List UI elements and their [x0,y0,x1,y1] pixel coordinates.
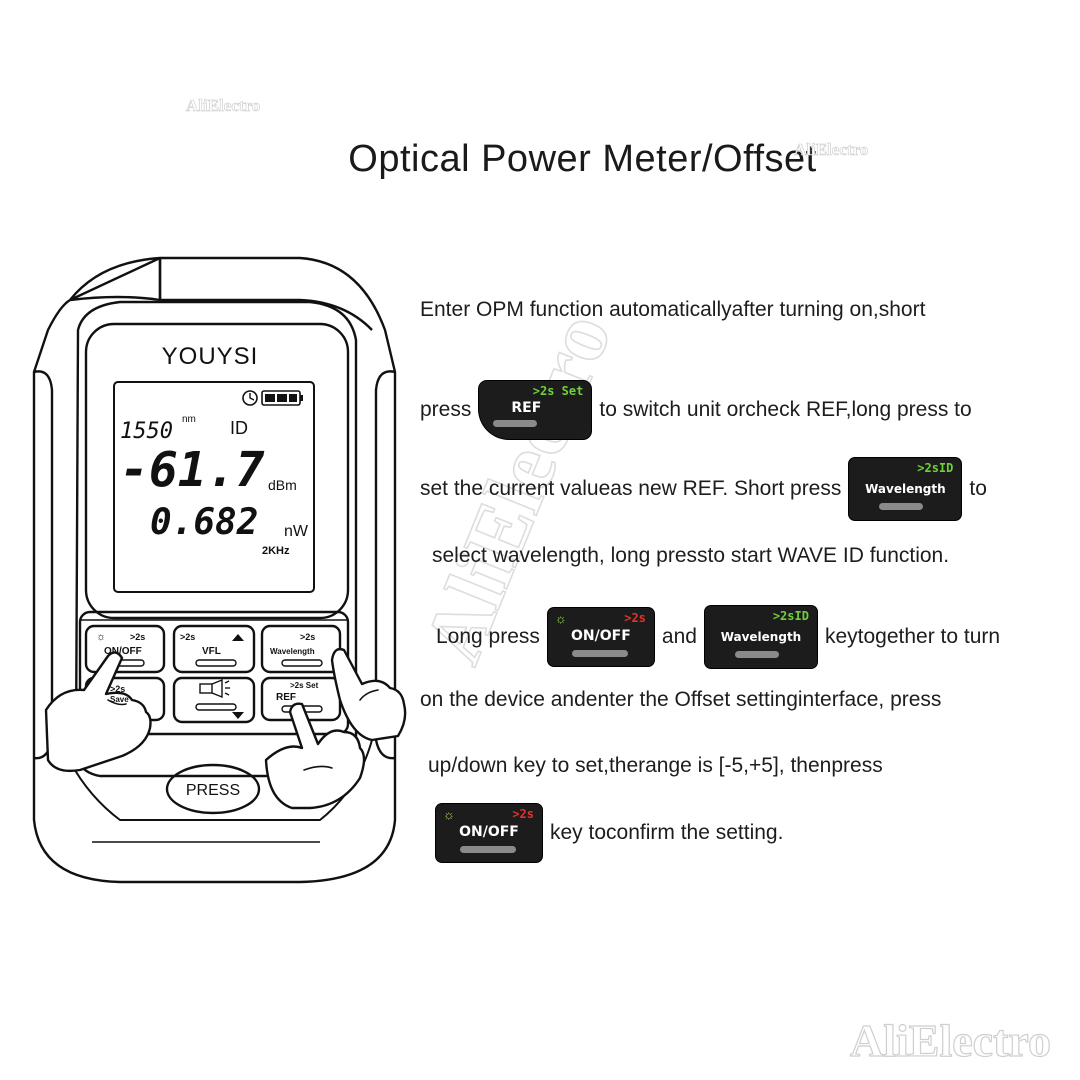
device-save-hint: >2s [110,684,125,694]
device-onoff-label: ON/OFF [104,646,142,657]
text-line-4: select wavelength, long pressto start WA… [432,544,950,567]
device-wavelength-hint: >2s [300,632,315,642]
onoff-key-2: ☼ >2s ON/OFF [436,804,542,862]
watermark-top-right: AliElectro [794,140,869,160]
page-title: Optical Power Meter/Offset [348,138,817,180]
lcd-power: -61.7 [120,442,265,498]
device-illustration: YOUYSI 1550 nm ID -61.7 dBm 0.682 nW 2KH… [32,256,407,884]
onoff-key: ☼ >2s ON/OFF [547,608,654,666]
lcd-linear: 0.682 [150,502,258,543]
device-brand: YOUYSI [162,343,259,370]
device-save-label: Save [110,695,129,704]
device-ref-hint: >2s Set [290,681,319,690]
sun-icon: ☼ [96,631,106,643]
text-line-7: up/down key to set,therange is [-5,+5], … [428,754,883,777]
lcd-frequency: 2KHz [262,545,290,557]
device-ref-label: REF [276,692,296,703]
lcd-wavelength-unit: nm [182,414,196,425]
text-line-8: ☼ >2s ON/OFF key toconfirm the setting. [436,804,783,862]
watermark-top-left: AliElectro [186,96,261,116]
device-vfl-label: VFL [202,646,221,657]
wavelength-key-2: >2sID Wavelength [704,606,817,668]
wavelength-key: >2sID Wavelength [849,458,962,520]
device-wavelength-label: Wavelength [270,647,315,656]
text-line-2: press >2s Set REF to switch unit orcheck… [420,381,972,439]
lcd-power-unit: dBm [268,477,297,493]
lcd-wavelength: 1550 [120,419,173,444]
press-button-label: PRESS [186,782,240,799]
device-vfl-hint: >2s [180,632,195,642]
watermark-bottom-right: AliElectro [849,1014,1051,1066]
sun-icon: ☼ [554,611,567,626]
text-line-6: on the device andenter the Offset settin… [420,688,942,711]
text-line-3: set the current valueas new REF. Short p… [420,458,987,520]
lcd-mode: ID [230,418,248,438]
ref-key: >2s Set REF [479,381,592,439]
sun-icon: ☼ [443,807,455,822]
lcd-linear-unit: nW [284,523,309,540]
text-line-1: Enter OPM function automaticallyafter tu… [420,298,926,321]
text-line-5: Long press ☼ >2s ON/OFF and >2sID Wavele… [436,606,1000,668]
device-onoff-hint: >2s [130,632,145,642]
